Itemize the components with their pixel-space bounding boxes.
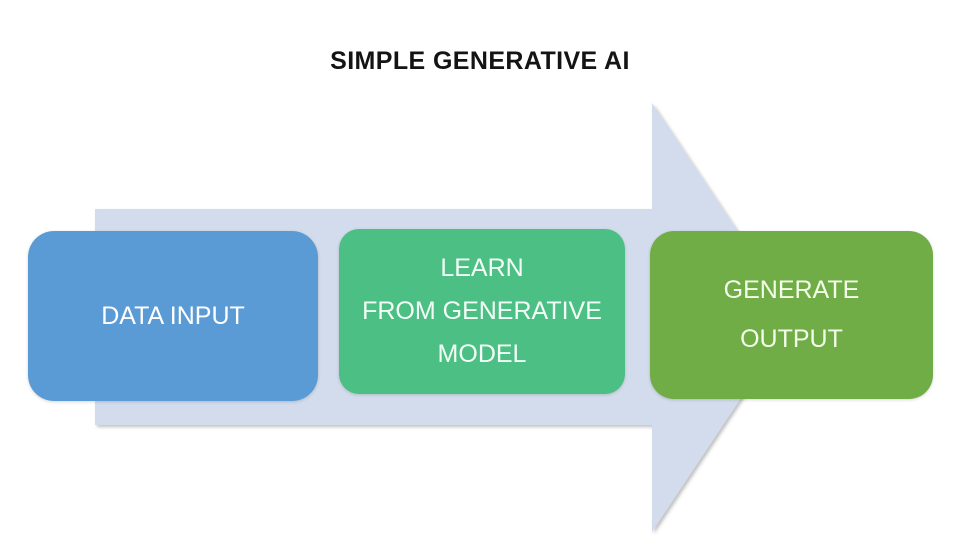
stage-label-line: OUTPUT: [740, 325, 843, 353]
page-title: SIMPLE GENERATIVE AI: [330, 47, 630, 75]
stage-label-line: MODEL: [437, 340, 527, 368]
stage-box-generate-output[interactable]: GENERATE OUTPUT: [650, 231, 933, 399]
stage-label-line: GENERATE: [723, 276, 860, 304]
stage-box-learn-from-generative-model[interactable]: LEARN FROM GENERATIVE MODEL: [339, 229, 625, 394]
stage-label-line: LEARN: [440, 254, 524, 282]
stage-box-data-input[interactable]: DATA INPUT: [28, 231, 318, 401]
stage-label-line: FROM GENERATIVE: [362, 297, 602, 325]
stage-label-line: DATA INPUT: [101, 301, 245, 330]
